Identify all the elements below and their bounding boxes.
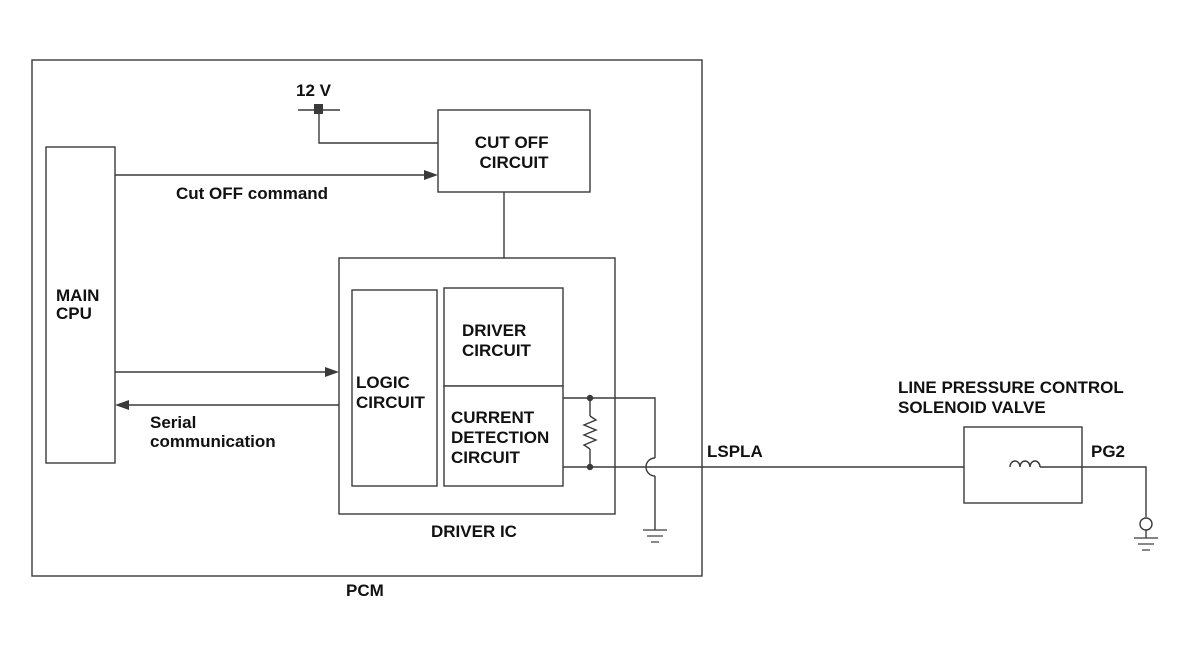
- solenoid-valve-label-line2: SOLENOID VALVE: [898, 398, 1046, 417]
- pcm-label: PCM: [346, 581, 384, 600]
- current-detection-circuit-label-line2: DETECTION: [451, 428, 549, 447]
- solenoid-coil-icon: [1009, 460, 1041, 468]
- driver-circuit-box: [443, 287, 564, 387]
- main-cpu-label-line1: MAIN: [56, 286, 99, 305]
- cut-off-circuit-box: [437, 109, 591, 193]
- body-ground-terminal: [1139, 517, 1153, 531]
- cut-off-circuit-label: CUT OFF CIRCUIT: [475, 133, 553, 172]
- cut-off-command-label: Cut OFF command: [176, 184, 328, 203]
- supply-12v-wire: [318, 114, 438, 144]
- cpu-to-logic-arrowhead: [325, 367, 339, 377]
- serial-communication-label-line1: Serial: [150, 413, 196, 432]
- shunt-top-wire: [563, 397, 656, 458]
- main-cpu-label-line2: CPU: [56, 304, 92, 323]
- logic-to-cpu-arrowhead: [115, 400, 129, 410]
- logic-circuit-label: LOGIC CIRCUIT: [356, 373, 426, 412]
- logic-circuit-label-line2: CIRCUIT: [356, 393, 426, 412]
- serial-communication-label: Serial communication: [150, 413, 276, 451]
- supply-12v-label: 12 V: [296, 81, 332, 100]
- cut-off-command-arrowhead: [424, 170, 438, 180]
- logic-circuit-label-line1: LOGIC: [356, 373, 410, 392]
- lspla-label: LSPLA: [707, 442, 763, 461]
- cut-off-circuit-label-line2: CIRCUIT: [480, 153, 550, 172]
- current-detection-circuit-label-line3: CIRCUIT: [451, 448, 521, 467]
- solenoid-valve-box: [963, 426, 1083, 504]
- solenoid-valve-label: LINE PRESSURE CONTROL SOLENOID VALVE: [898, 378, 1128, 417]
- current-detection-circuit-box: [443, 385, 564, 487]
- solenoid-valve-label-line1: LINE PRESSURE CONTROL: [898, 378, 1123, 397]
- pg2-wire: [1040, 466, 1147, 517]
- driver-ic-label: DRIVER IC: [431, 522, 517, 541]
- cut-off-circuit-label-line1: CUT OFF: [475, 133, 549, 152]
- current-detection-circuit-label: CURRENT DETECTION CIRCUIT: [451, 408, 554, 467]
- serial-communication-label-line2: communication: [150, 432, 276, 451]
- main-cpu-label: MAIN CPU: [56, 286, 104, 323]
- driver-circuit-label: DRIVER CIRCUIT: [462, 321, 532, 360]
- supply-12v-terminal: [314, 104, 323, 114]
- main-cpu-box: [45, 146, 116, 464]
- shunt-resistor-zigzag: [582, 415, 598, 450]
- logic-circuit-box: [351, 289, 438, 487]
- shunt-junction-top: [586, 394, 594, 402]
- pg2-label: PG2: [1091, 442, 1125, 461]
- current-detection-circuit-label-line1: CURRENT: [451, 408, 535, 427]
- driver-circuit-label-line2: CIRCUIT: [462, 341, 532, 360]
- driver-circuit-label-line1: DRIVER: [462, 321, 526, 340]
